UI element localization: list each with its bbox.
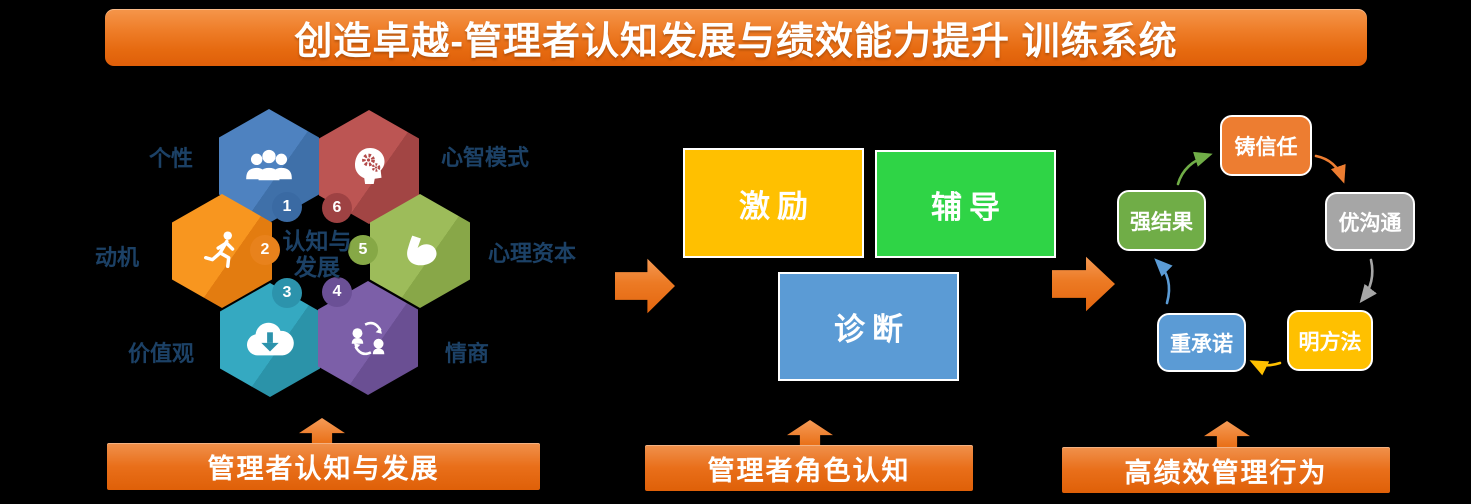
hexagon-number-badge-1: 1: [272, 192, 302, 222]
center-label-line2: 发展: [294, 253, 340, 280]
label-mental-model: 心智模式: [440, 145, 530, 170]
caption-cognition-development: 管理者认知与发展: [107, 443, 540, 490]
box-motivate: 激励: [683, 148, 864, 258]
cycle-node-clear-method: 明方法: [1287, 310, 1373, 371]
label-personality: 个性: [148, 146, 194, 171]
up-arrow-middle-caption: [787, 420, 833, 446]
label-motivation: 动机: [94, 245, 140, 270]
head-gears-icon: [345, 143, 393, 191]
hexagon-number-badge-2: 2: [250, 235, 280, 265]
cycle-node-strong-results: 强结果: [1117, 190, 1206, 251]
hexagon-number-badge-5: 5: [348, 235, 378, 265]
arrow-commitment-to-results: [1154, 258, 1173, 305]
label-emotional-intelligence: 情商: [444, 341, 490, 366]
runner-icon: [199, 228, 245, 274]
cluster-center-label: 认知与 发展: [267, 228, 367, 281]
title-banner: 创造卓越-管理者认知发展与绩效能力提升 训练系统: [105, 9, 1367, 66]
hexagon-number-badge-4: 4: [322, 277, 352, 307]
caption-high-performance: 高绩效管理行为: [1062, 447, 1390, 493]
slide-title: 创造卓越-管理者认知发展与绩效能力提升 训练系统: [294, 21, 1178, 63]
arrow-method-to-commitment: [1249, 360, 1282, 376]
cycle-node-keep-commitment: 重承诺: [1157, 313, 1246, 372]
flow-arrow-left-to-middle: [615, 258, 675, 314]
cycle-node-better-communication: 优沟通: [1325, 192, 1415, 251]
caption-role-cognition: 管理者角色认知: [645, 445, 973, 491]
flow-arrow-middle-to-right: [1052, 256, 1115, 312]
label-values: 价值观: [127, 341, 195, 366]
box-coach: 辅导: [875, 150, 1056, 258]
cycle-node-build-trust: 铸信任: [1220, 115, 1312, 176]
arrow-trust-to-communication: [1314, 154, 1346, 184]
box-diagnose: 诊断: [778, 272, 959, 381]
people-group-icon: [244, 147, 294, 185]
cloud-download-icon: [245, 322, 295, 358]
up-arrow-left-caption: [299, 418, 345, 444]
center-label-line1: 认知与: [282, 228, 352, 254]
arrow-results-to-trust: [1176, 151, 1213, 186]
up-arrow-right-caption: [1204, 421, 1250, 447]
arrow-communication-to-method: [1359, 258, 1377, 304]
bicep-icon: [397, 228, 443, 274]
hexagon-number-badge-6: 6: [322, 193, 352, 223]
hexagon-number-badge-3: 3: [272, 278, 302, 308]
label-psych-capital: 心理资本: [487, 241, 577, 266]
exchange-heads-icon: [345, 315, 391, 361]
